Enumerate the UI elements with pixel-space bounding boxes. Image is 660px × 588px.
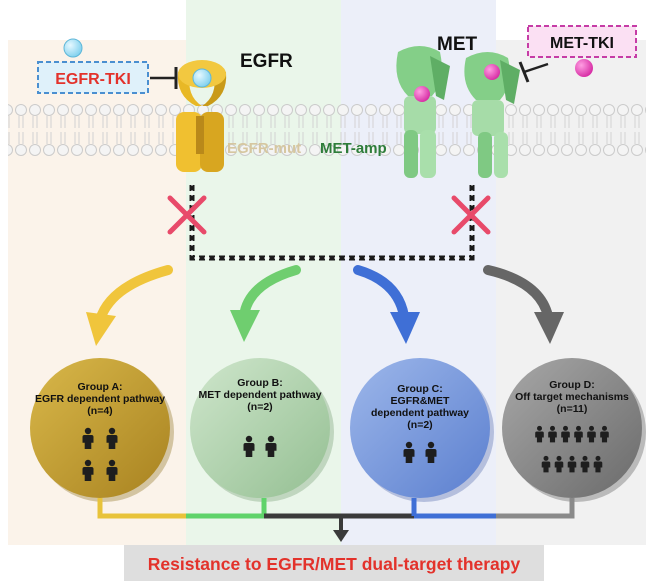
group-b-circle (190, 358, 330, 498)
group-d-title: Group D: (549, 379, 595, 391)
group-d-count: (n=11) (557, 403, 588, 415)
groups-layer: Group A: EGFR dependent pathway (n=4) Gr… (30, 358, 646, 502)
met-block-x-icon (451, 195, 491, 235)
group-b-title: Group B: (237, 377, 283, 389)
person-icon (574, 425, 583, 443)
met-inhibition-bar (518, 61, 530, 83)
arrow-to-group-b (230, 265, 301, 342)
group-a-people-icons (82, 427, 118, 481)
group-b-count: (n=2) (247, 401, 272, 413)
cell-membrane (8, 104, 646, 156)
person-icon (587, 425, 596, 443)
result-label: Resistance to EGFR/MET dual-target thera… (148, 554, 521, 574)
egfr-mut-label: EGFR-mut (227, 140, 301, 157)
result-arrow-icon (333, 530, 349, 542)
person-icon (554, 455, 564, 473)
group-c-circle (350, 358, 490, 498)
person-icon (535, 425, 544, 443)
group-c-subtitle: EGFR&MET (391, 395, 451, 407)
group-c-title: Group C: (397, 383, 443, 395)
arrow-to-group-c (353, 265, 420, 344)
egfr-block-x-icon (167, 195, 207, 235)
group-c-people-icons (403, 441, 437, 463)
group-b-people-icons (243, 435, 277, 457)
egfr-tki-label: EGFR-TKI (55, 71, 131, 88)
met-label: MET (437, 34, 478, 55)
met-tki-molecule-icon (575, 59, 593, 77)
met-receptor-left (396, 46, 450, 178)
person-icon (106, 427, 118, 449)
person-icon (561, 425, 570, 443)
group-a-title: Group A: (77, 381, 122, 393)
met-tki-label: MET-TKI (550, 35, 614, 52)
person-icon (567, 455, 577, 473)
group-d: Group D: Off target mechanisms (n=11) (502, 358, 646, 502)
met-tki-bound-icon (484, 64, 500, 80)
egfr-ligand-icon (192, 68, 212, 88)
met-ligand-icon (414, 86, 430, 102)
person-icon (82, 427, 94, 449)
person-icon (580, 455, 590, 473)
egfr-tki-box (37, 61, 149, 94)
group-c-subtitle-2: dependent pathway (371, 407, 469, 419)
group-c: Group C: EGFR&MET dependent pathway (n=2… (350, 358, 494, 502)
group-b-subtitle: MET dependent pathway (198, 389, 321, 401)
group-c-count: (n=2) (407, 419, 432, 431)
person-icon (403, 441, 415, 463)
result-banner (124, 545, 544, 581)
group-a: Group A: EGFR dependent pathway (n=4) (30, 358, 174, 502)
group-d-circle (502, 358, 642, 498)
egfr-tki-molecule-icon (63, 38, 83, 58)
person-icon (600, 425, 609, 443)
group-a-count: (n=4) (87, 405, 112, 417)
person-icon (243, 435, 255, 457)
met-amp-label: MET-amp (320, 140, 387, 157)
person-icon (548, 425, 557, 443)
egfr-receptor (176, 60, 227, 172)
group-d-people-icons (535, 425, 609, 473)
met-tki-box (527, 25, 637, 58)
person-icon (541, 455, 551, 473)
group-b: Group B: MET dependent pathway (n=2) (190, 358, 334, 502)
arrow-to-group-a (86, 265, 173, 346)
person-icon (425, 441, 437, 463)
person-icon (593, 455, 603, 473)
person-icon (82, 459, 94, 481)
convergence-connector (97, 498, 575, 542)
person-icon (265, 435, 277, 457)
group-d-subtitle: Off target mechanisms (515, 391, 629, 403)
egfr-label: EGFR (240, 51, 293, 72)
blocked-signaling-path (189, 185, 475, 261)
met-inhibition-line (523, 62, 549, 74)
group-a-circle (30, 358, 170, 498)
arrow-to-group-d (483, 265, 564, 344)
group-a-subtitle: EGFR dependent pathway (35, 393, 165, 405)
person-icon (106, 459, 118, 481)
